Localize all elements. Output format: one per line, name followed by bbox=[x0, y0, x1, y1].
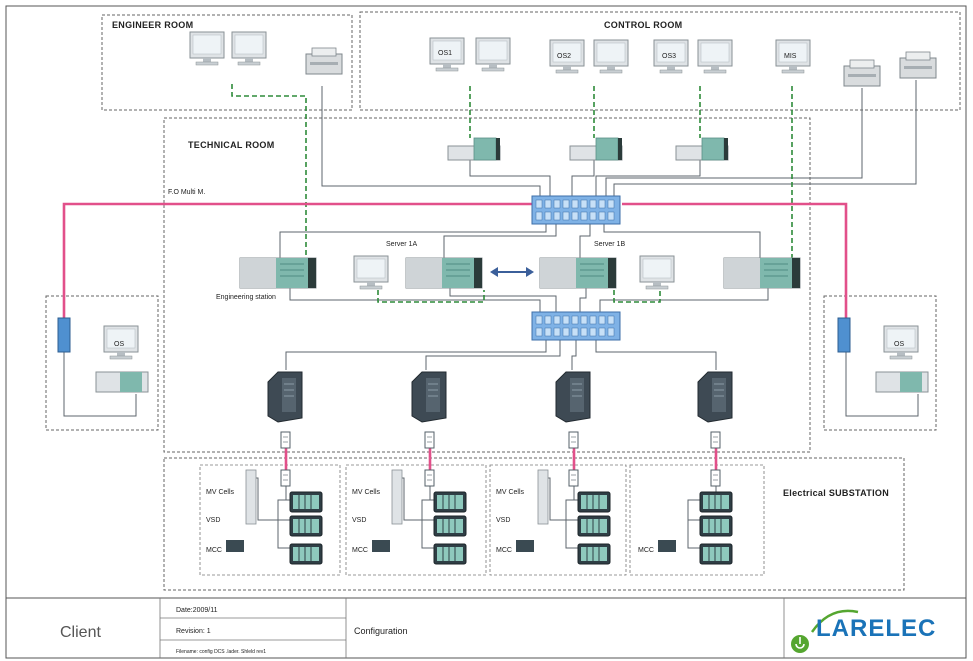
engineer-monitor-2 bbox=[231, 31, 267, 66]
substation-cells bbox=[199, 464, 765, 576]
plc-controller-3 bbox=[555, 371, 591, 423]
plc-controller-1 bbox=[267, 371, 303, 423]
plc-controller-4 bbox=[697, 371, 733, 423]
fiber-optic-label: F.O Multi M. bbox=[168, 189, 205, 196]
mcc-label-1: MCC bbox=[206, 547, 222, 554]
technical-room-title: TECHNICAL ROOM bbox=[188, 140, 275, 150]
server-1b-monitor bbox=[639, 255, 675, 290]
logo-text: LARELEC bbox=[816, 615, 936, 642]
configuration-label: Configuration bbox=[354, 626, 408, 636]
technical-room-box bbox=[163, 117, 811, 453]
os2-label: OS2 bbox=[557, 53, 571, 60]
engineer-room-title: ENGINEER ROOM bbox=[112, 20, 193, 30]
converter-4 bbox=[710, 431, 721, 449]
os3-station: OS3 bbox=[653, 39, 733, 74]
larelec-logo: LARELEC bbox=[791, 609, 936, 653]
os2-station: OS2 bbox=[549, 39, 629, 74]
control-network-switch bbox=[531, 311, 621, 341]
substation-converter-1 bbox=[280, 469, 291, 487]
right-os-label: OS bbox=[894, 341, 904, 348]
mcc-label-4: MCC bbox=[638, 547, 654, 554]
engineer-monitor-1 bbox=[189, 31, 225, 66]
converter-1 bbox=[280, 431, 291, 449]
left-os-box bbox=[45, 295, 159, 431]
control-printer-2 bbox=[899, 51, 937, 79]
main-network-switch bbox=[531, 195, 621, 225]
converter-2 bbox=[424, 431, 435, 449]
converter-3 bbox=[568, 431, 579, 449]
mv-cells-label-1: MV Cells bbox=[206, 489, 235, 496]
mv-cells-label-2: MV Cells bbox=[352, 489, 381, 496]
page-frame bbox=[5, 5, 967, 659]
substation-converter-3 bbox=[568, 469, 579, 487]
os3-label: OS3 bbox=[662, 53, 676, 60]
plc-controller-2 bbox=[411, 371, 447, 423]
revision-label: Revision: 1 bbox=[176, 628, 211, 635]
control-printer-1 bbox=[843, 59, 881, 87]
mv-cells-label-3: MV Cells bbox=[496, 489, 525, 496]
substation-cell-3: MV Cells VSD MCC bbox=[496, 469, 611, 565]
os2-workstation bbox=[569, 137, 623, 161]
substation-cell-4: MCC bbox=[638, 491, 733, 565]
control-room-title: CONTROL ROOM bbox=[604, 20, 682, 30]
server-1a bbox=[405, 257, 483, 289]
date-label: Date:2009/11 bbox=[176, 607, 218, 614]
server-1b-label: Server 1B bbox=[594, 241, 625, 248]
fiber-optic-links bbox=[62, 202, 848, 470]
engineer-room-box bbox=[101, 14, 353, 111]
os3-workstation bbox=[675, 137, 729, 161]
os1-label: OS1 bbox=[438, 50, 452, 57]
mis-server bbox=[723, 257, 801, 289]
engineering-station-server bbox=[239, 257, 317, 289]
vsd-label-2: VSD bbox=[352, 517, 366, 524]
right-fiber-converter bbox=[837, 317, 851, 353]
copper-cables bbox=[63, 80, 919, 549]
electrical-substation-box bbox=[163, 457, 905, 591]
left-os-label: OS bbox=[114, 341, 124, 348]
substation-cell-2: MV Cells VSD MCC bbox=[352, 469, 467, 565]
os1-station: OS1 bbox=[429, 37, 511, 72]
redundancy-arrow bbox=[490, 267, 534, 277]
os1-workstation bbox=[447, 137, 501, 161]
client-label: Client bbox=[60, 624, 101, 641]
right-os-station: OS bbox=[875, 325, 929, 393]
vsd-label-3: VSD bbox=[496, 517, 510, 524]
substation-converter-2 bbox=[424, 469, 435, 487]
vsd-label-1: VSD bbox=[206, 517, 220, 524]
engineer-printer bbox=[305, 47, 343, 75]
mis-label: MIS bbox=[784, 53, 797, 60]
left-os-station: OS bbox=[95, 325, 149, 393]
electrical-substation-title: Electrical SUBSTATION bbox=[783, 488, 889, 498]
right-os-box bbox=[823, 295, 937, 431]
mcc-label-3: MCC bbox=[496, 547, 512, 554]
left-fiber-converter bbox=[57, 317, 71, 353]
substation-converter-4 bbox=[710, 469, 721, 487]
green-dashed-links bbox=[231, 84, 793, 303]
title-block bbox=[159, 598, 785, 658]
filename-label: Filename: config DCS .lader. Shleld rev1 bbox=[176, 649, 266, 655]
server-1b bbox=[539, 257, 617, 289]
server-1a-monitor bbox=[353, 255, 389, 290]
substation-cell-1: MV Cells VSD MCC bbox=[206, 469, 323, 565]
control-room-box bbox=[359, 11, 961, 111]
mcc-label-2: MCC bbox=[352, 547, 368, 554]
mis-station: MIS bbox=[775, 39, 811, 74]
engineering-station-label: Engineering station bbox=[216, 294, 276, 301]
server-1a-label: Server 1A bbox=[386, 241, 417, 248]
